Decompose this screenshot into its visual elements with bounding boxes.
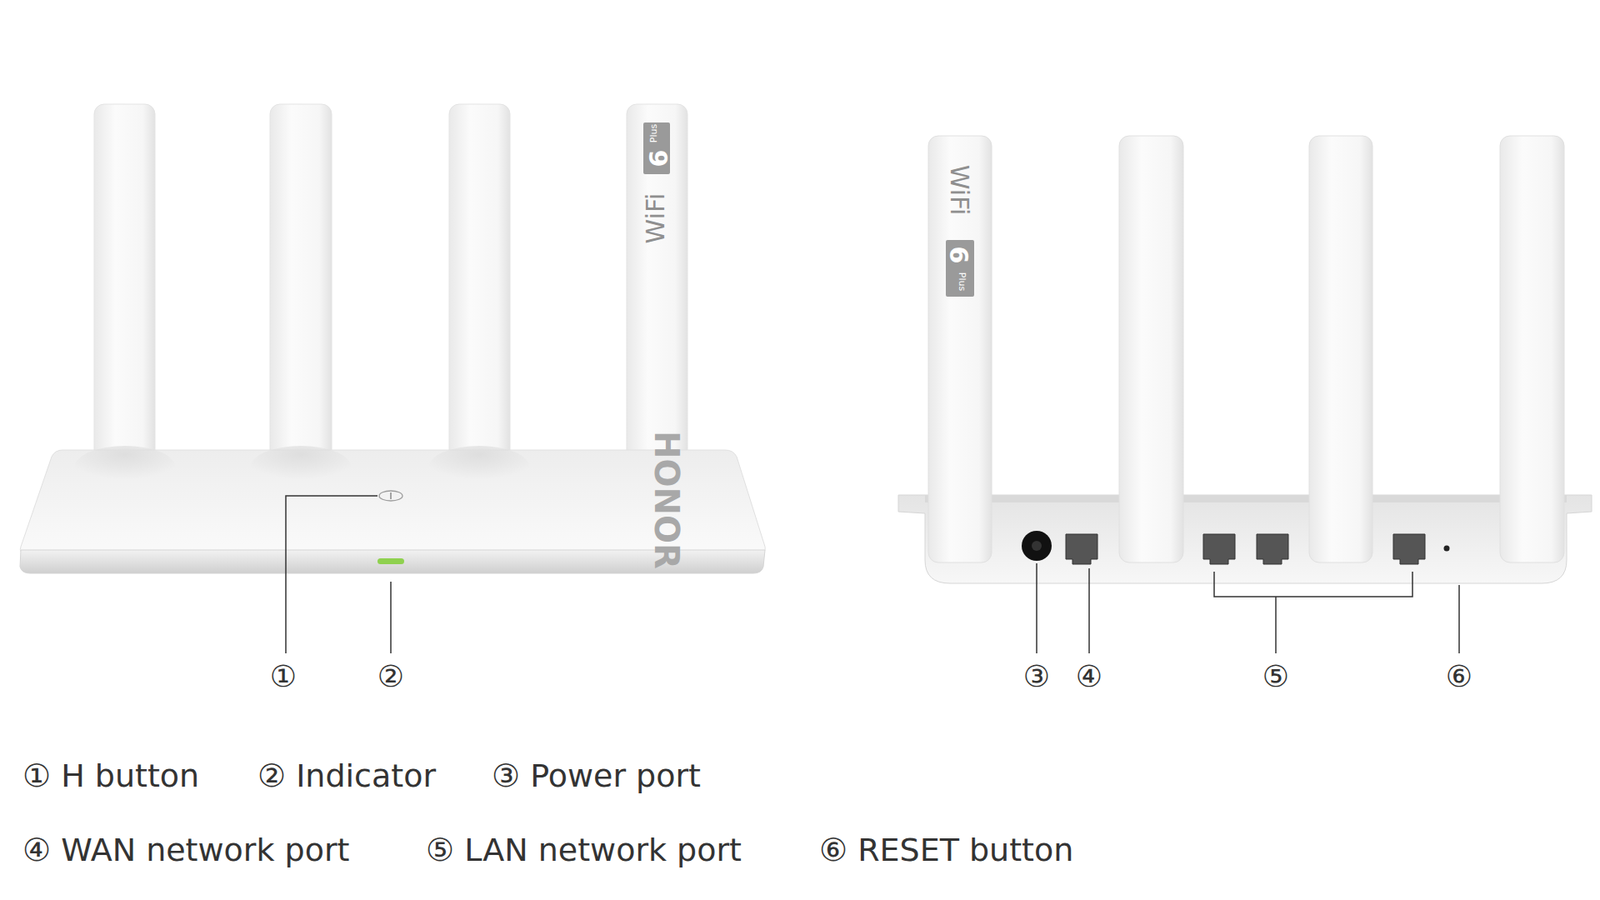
front-antennas bbox=[94, 104, 688, 463]
legend-text: ④ WAN network port bbox=[22, 834, 350, 866]
back-ports bbox=[1021, 530, 1450, 565]
legend-text: ① H button bbox=[22, 760, 200, 792]
power-jack bbox=[1021, 530, 1052, 561]
callout-number: ② bbox=[377, 661, 405, 692]
legend-text: ② Indicator bbox=[257, 760, 436, 792]
antenna-print: Plus bbox=[649, 124, 659, 143]
legend-text: ⑥ RESET button bbox=[819, 834, 1074, 866]
wifi-badge bbox=[945, 240, 975, 297]
front-leaders bbox=[285, 495, 391, 654]
antenna-print: WiFi bbox=[643, 193, 669, 245]
reset-hole bbox=[1444, 545, 1450, 552]
back-leaders bbox=[1036, 563, 1460, 654]
h-button bbox=[379, 490, 403, 501]
indicator-light bbox=[377, 558, 405, 565]
callout-number: ③ bbox=[1023, 661, 1050, 692]
callout-number: ① bbox=[270, 661, 297, 692]
back-antennas bbox=[928, 135, 1565, 563]
callout-number: ⑥ bbox=[1445, 661, 1473, 692]
back-body bbox=[898, 495, 1592, 584]
antenna-print: 6 bbox=[945, 246, 971, 265]
antenna-print: Plus bbox=[957, 272, 967, 291]
antenna-print: 6 bbox=[646, 150, 672, 168]
legend-text: ③ Power port bbox=[491, 760, 701, 792]
callout-number: ⑤ bbox=[1262, 661, 1290, 692]
legend-text: ⑤ LAN network port bbox=[425, 834, 742, 866]
callout-number: ④ bbox=[1075, 661, 1103, 692]
antenna-print: WiFi bbox=[946, 165, 972, 216]
brand-print: HONOR bbox=[650, 430, 684, 570]
